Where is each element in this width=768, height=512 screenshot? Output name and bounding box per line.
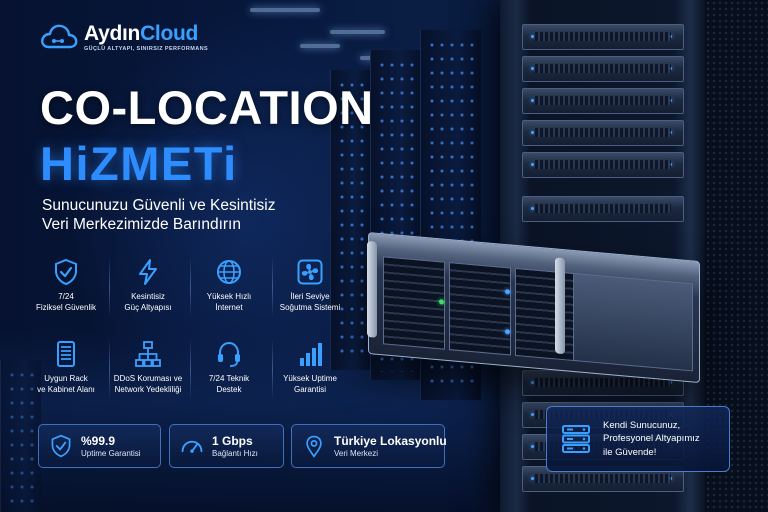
divider (190, 338, 191, 400)
brand-logo[interactable]: AydınCloud GÜÇLÜ ALTYAPI, SINIRSIZ PERFO… (40, 22, 208, 52)
brand-tagline: GÜÇLÜ ALTYAPI, SINIRSIZ PERFORMANS (84, 45, 209, 52)
hero-subtitle: Sunucunuzu Güvenli ve Kesintisiz Veri Me… (42, 197, 276, 233)
drive-bay (383, 256, 445, 350)
divider (190, 256, 191, 318)
divider (109, 256, 110, 318)
server-handle (555, 257, 565, 355)
bar-chart-icon (300, 343, 322, 366)
drive-bay (449, 262, 511, 356)
background-rack (0, 360, 41, 512)
brand-name: AydınCloud (84, 21, 199, 45)
background-rack (330, 70, 371, 370)
lightning-icon (139, 259, 157, 285)
network-icon (135, 341, 161, 367)
rack-icon (57, 341, 75, 367)
promo-card: Kendi Sunucunuz, Profesyonel Altyapımız … (546, 406, 730, 472)
speedometer-icon (181, 440, 203, 453)
shield-check-icon (55, 258, 77, 286)
ceiling-light (330, 30, 385, 34)
ceiling-light (250, 8, 320, 12)
server-stack-icon (562, 425, 590, 453)
rack-unit (522, 56, 684, 82)
ceiling-light (300, 44, 340, 48)
rack-unit (522, 88, 684, 114)
rack-unit (522, 196, 684, 222)
divider (272, 338, 273, 400)
headset-icon (218, 341, 240, 367)
server-handle (367, 240, 377, 338)
hero-title: CO-LOCATION (40, 81, 374, 134)
hero-title-highlight: HiZMETi (40, 137, 238, 190)
divider (109, 338, 110, 400)
status-led (505, 328, 510, 335)
drive-bay (515, 267, 577, 362)
perforated-rack-door (705, 0, 768, 512)
rack-unit (522, 120, 684, 146)
rack-unit (522, 24, 684, 50)
promo-text: Kendi Sunucunuz, Profesyonel Altyapımız … (603, 419, 700, 458)
status-led (505, 288, 510, 295)
divider (272, 256, 273, 318)
location-pin-icon (306, 435, 322, 458)
fan-icon (297, 259, 323, 285)
status-led (439, 299, 444, 305)
rack-unit (522, 152, 684, 178)
server-side-panel (573, 272, 693, 372)
globe-icon (217, 260, 241, 284)
shield-check-icon (51, 434, 71, 458)
cloud-icon (41, 24, 78, 49)
